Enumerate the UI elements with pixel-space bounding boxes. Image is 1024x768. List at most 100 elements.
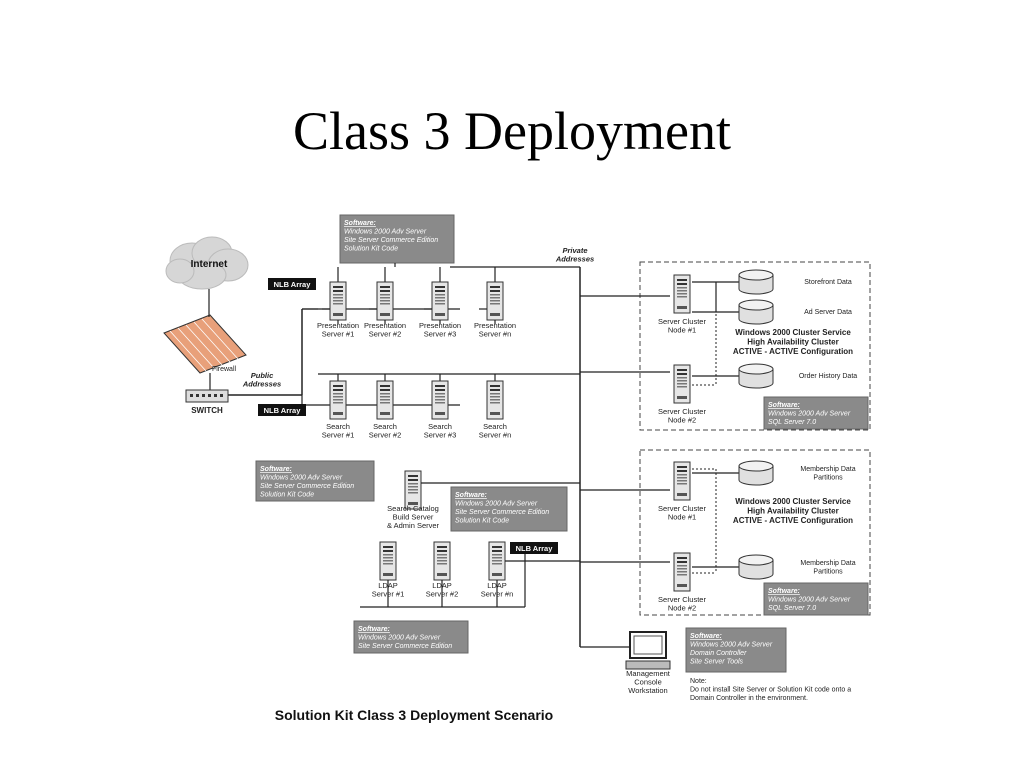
nlb-array-bg bbox=[510, 542, 558, 554]
switch-body bbox=[185, 389, 229, 403]
database-icon bbox=[738, 299, 774, 325]
nlb-array-ldap: NLB Array bbox=[510, 542, 558, 554]
firewall-brick bbox=[177, 327, 215, 369]
internet-cloud-icon bbox=[165, 236, 249, 290]
switch-port bbox=[190, 394, 193, 397]
nlb-array-search: NLB Array bbox=[258, 404, 306, 416]
switch-port bbox=[214, 394, 217, 397]
slide-title: Class 3 Deployment bbox=[293, 101, 731, 161]
server-icon bbox=[486, 281, 504, 321]
software-box-bg bbox=[763, 396, 869, 430]
server-icon bbox=[329, 281, 347, 321]
firewall-brick bbox=[169, 330, 207, 372]
server-icon bbox=[431, 380, 449, 420]
cluster-boundary-2 bbox=[639, 449, 871, 616]
cluster-server-icon bbox=[673, 461, 691, 501]
nlb-array-text: NLB Array bbox=[516, 544, 554, 553]
server-icon bbox=[329, 380, 347, 420]
database-icon bbox=[738, 269, 774, 295]
note-text: Note:Do not install Site Server or Solut… bbox=[690, 678, 851, 702]
internet-label: Internet bbox=[191, 259, 228, 270]
firewall-brick bbox=[193, 321, 231, 363]
switch-icon bbox=[185, 389, 229, 403]
firewall-brick bbox=[185, 324, 223, 366]
software-box-bg bbox=[339, 214, 455, 264]
software-box-bg bbox=[685, 627, 787, 673]
nlb-array-bg bbox=[258, 404, 306, 416]
database-icon bbox=[738, 460, 774, 486]
keyboard bbox=[625, 660, 671, 670]
ldap-server-icon bbox=[433, 541, 451, 581]
cluster-server-icon bbox=[673, 364, 691, 404]
ldap-server-icon bbox=[488, 541, 506, 581]
cluster-boundary-1 bbox=[639, 261, 871, 431]
database-icon bbox=[738, 554, 774, 580]
software-box-bg bbox=[763, 582, 869, 616]
server-icon bbox=[376, 281, 394, 321]
server-icon bbox=[431, 281, 449, 321]
firewall-body bbox=[163, 314, 247, 374]
server-icon bbox=[486, 380, 504, 420]
firewall-icon bbox=[163, 314, 247, 374]
firewall-label: Firewall bbox=[212, 366, 237, 373]
cluster-server-icon bbox=[673, 552, 691, 592]
switch-port bbox=[202, 394, 205, 397]
database-label: Order History Data bbox=[799, 373, 857, 380]
switch-port bbox=[196, 394, 199, 397]
nlb-array-bg bbox=[268, 278, 316, 290]
database-icon bbox=[738, 363, 774, 389]
database-label: Storefront Data bbox=[804, 279, 852, 286]
server-icon bbox=[376, 380, 394, 420]
ldap-server-icon bbox=[379, 541, 397, 581]
nlb-array-text: NLB Array bbox=[274, 280, 312, 289]
management-console-icon bbox=[625, 631, 671, 670]
cloud-puff bbox=[165, 258, 195, 284]
switch-port bbox=[208, 394, 211, 397]
switch-label: SWITCH bbox=[191, 406, 223, 415]
cluster-server-icon bbox=[673, 274, 691, 314]
monitor-screen bbox=[633, 635, 663, 655]
firewall-brick bbox=[201, 318, 239, 360]
software-box-bg bbox=[255, 460, 375, 502]
software-box-bg bbox=[353, 620, 469, 654]
switch-port bbox=[220, 394, 223, 397]
nlb-array-text: NLB Array bbox=[264, 406, 302, 415]
database-label: Ad Server Data bbox=[804, 309, 852, 316]
nlb-array-presentation: NLB Array bbox=[268, 278, 316, 290]
